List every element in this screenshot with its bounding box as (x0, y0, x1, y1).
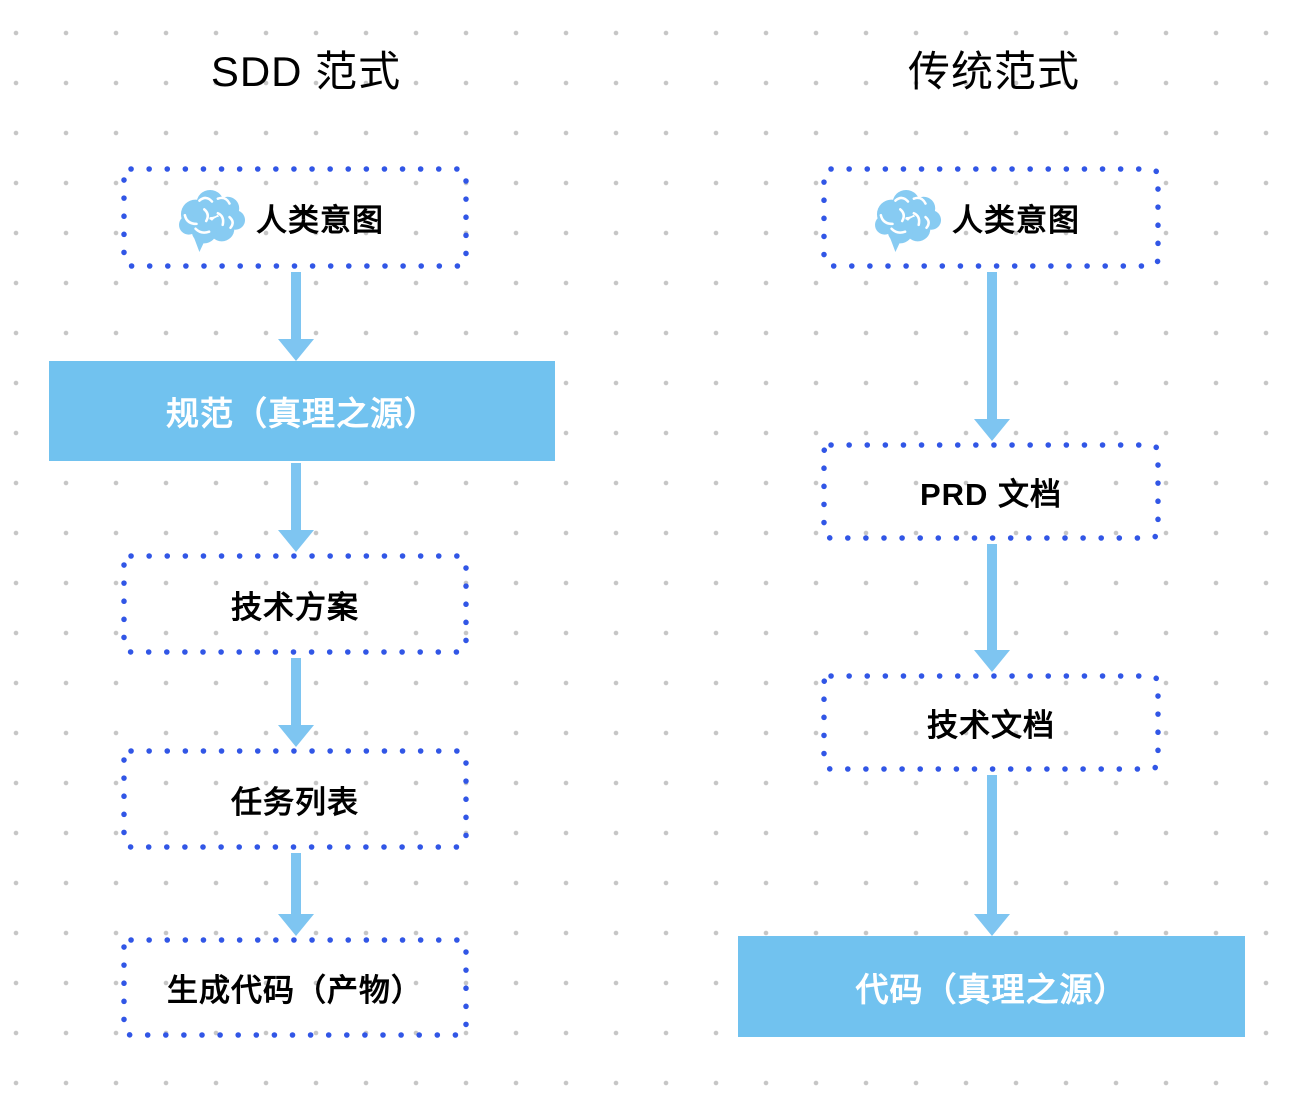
brain-icon (870, 188, 948, 254)
node-label: 代码（真理之源） (855, 970, 1128, 1008)
arrow-down (974, 775, 1010, 936)
arrow-down (974, 544, 1010, 672)
dotted-border (121, 748, 469, 850)
arrow-head (278, 339, 314, 361)
arrow-head (278, 914, 314, 936)
node-trad-prd-doc: PRD 文档 (820, 441, 1162, 542)
node-trad-tech-doc: 技术文档 (820, 672, 1162, 773)
arrow-shaft (291, 272, 301, 339)
arrow-shaft (987, 272, 997, 419)
arrow-down (278, 853, 314, 936)
node-label: 技术方案 (231, 589, 359, 625)
node-label: 人类意图 (952, 203, 1080, 238)
node-sdd-generated-code: 生成代码（产物） (120, 936, 470, 1039)
arrow-down (974, 272, 1010, 441)
node-label: 任务列表 (231, 784, 359, 820)
dotted-border (121, 937, 469, 1038)
node-trad-code-source-of-truth: 代码（真理之源） (738, 936, 1245, 1037)
node-trad-human-intent: 人类意图 (820, 165, 1162, 270)
node-label: 生成代码（产物） (167, 973, 423, 1008)
node-label: PRD 文档 (919, 477, 1063, 512)
arrow-shaft (291, 853, 301, 914)
arrow-down (278, 658, 314, 747)
arrow-shaft (987, 544, 997, 650)
arrow-head (278, 725, 314, 747)
arrow-head (974, 650, 1010, 672)
node-label: 规范（真理之源） (166, 395, 438, 432)
dotted-border (821, 166, 1161, 269)
dotted-border (121, 166, 469, 269)
node-sdd-spec-source-of-truth: 规范（真理之源） (49, 361, 555, 461)
arrow-down (278, 272, 314, 361)
arrow-shaft (291, 658, 301, 725)
arrow-shaft (987, 775, 997, 914)
arrow-head (974, 914, 1010, 936)
node-label: 人类意图 (256, 203, 384, 238)
dotted-border (821, 442, 1161, 541)
arrow-down (278, 463, 314, 552)
arrow-head (974, 419, 1010, 441)
column-title-sdd: SDD 范式 (210, 48, 402, 95)
node-label: 技术文档 (927, 708, 1055, 743)
column-title-traditional: 传统范式 (907, 48, 1080, 95)
dotted-border (121, 553, 469, 655)
node-sdd-tech-plan: 技术方案 (120, 552, 470, 656)
dotted-border (821, 673, 1161, 772)
arrow-head (278, 530, 314, 552)
node-sdd-human-intent: 人类意图 (120, 165, 470, 270)
brain-icon (174, 188, 252, 254)
arrow-shaft (291, 463, 301, 530)
node-sdd-task-list: 任务列表 (120, 747, 470, 851)
